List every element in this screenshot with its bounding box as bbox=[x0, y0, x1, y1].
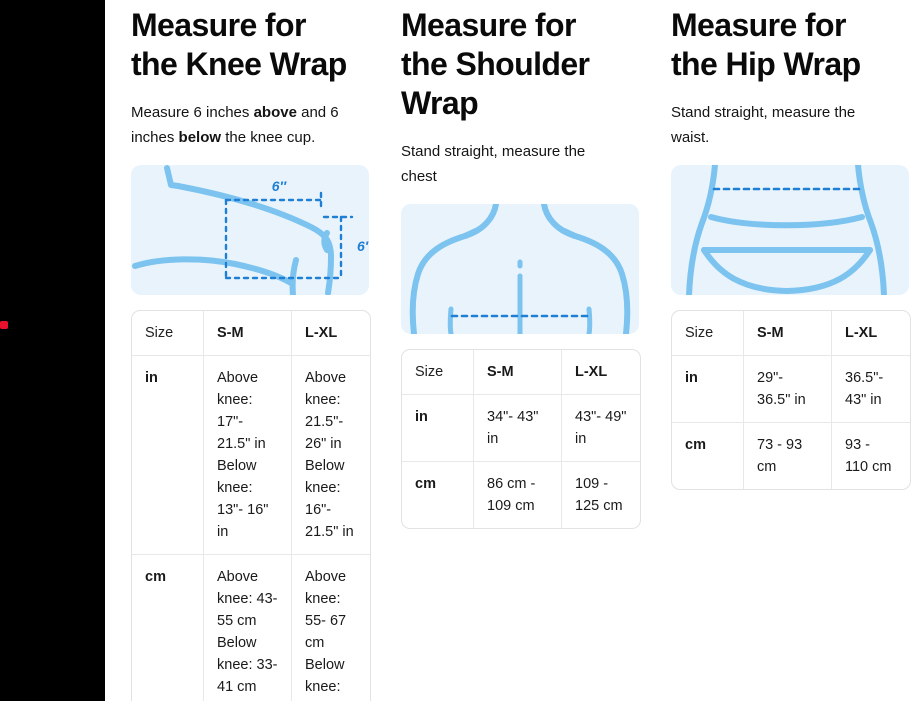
cell-unit: in bbox=[402, 395, 474, 462]
th-sm: S-M bbox=[204, 311, 292, 356]
cell-unit: in bbox=[132, 356, 204, 555]
shoulder-diagram bbox=[401, 204, 639, 334]
subtext-knee-rich: Measure 6 inches above and 6 inches belo… bbox=[131, 104, 339, 146]
subtext-shoulder-rich: Stand straight, measure the chest bbox=[401, 143, 586, 185]
cell-unit: cm bbox=[132, 555, 204, 701]
table-header-row: Size S-M L-XL bbox=[132, 311, 370, 356]
th-lxl: L-XL bbox=[562, 350, 640, 395]
table-row: cm 86 cm - 109 cm 109 - 125 cm bbox=[402, 462, 640, 528]
th-sm: S-M bbox=[474, 350, 562, 395]
cell-sm: Above knee: 43- 55 cm Below knee: 33- 41… bbox=[204, 555, 292, 701]
table-knee: Size S-M L-XL in Above knee: 17"- 21.5" … bbox=[131, 310, 371, 701]
column-shoulder: Measure for the Shoulder Wrap Stand stra… bbox=[375, 0, 645, 701]
cell-lxl: 109 - 125 cm bbox=[575, 476, 623, 514]
column-hip: Measure for the Hip Wrap Stand straight,… bbox=[645, 0, 915, 701]
subtext-hip: Stand straight, measure the waist. bbox=[671, 100, 889, 150]
table-shoulder: Size S-M L-XL in 34"- 43" in 43"- 49" in… bbox=[401, 349, 641, 529]
cell-sm: 86 cm - 109 cm bbox=[474, 462, 562, 528]
cell-sm: 34"- 43" in bbox=[474, 395, 562, 462]
table-hip: Size S-M L-XL in 29"- 36.5" in 36.5"- 43… bbox=[671, 310, 911, 490]
th-lxl: L-XL bbox=[292, 311, 370, 356]
heading-knee: Measure for the Knee Wrap bbox=[131, 7, 347, 82]
subtext-hip-rich: Stand straight, measure the waist. bbox=[671, 104, 856, 146]
cursor-marker-dot bbox=[0, 321, 8, 329]
column-knee: Measure for the Knee Wrap Measure 6 inch… bbox=[105, 0, 375, 701]
table-row: in 29"- 36.5" in 36.5"- 43" in bbox=[672, 356, 910, 423]
table-row: cm 73 - 93 cm 93 - 110 cm bbox=[672, 423, 910, 489]
cell-unit: cm bbox=[672, 423, 744, 489]
hip-diagram bbox=[671, 165, 909, 295]
table-row: in Above knee: 17"- 21.5" in Below knee:… bbox=[132, 356, 370, 555]
th-sm: S-M bbox=[744, 311, 832, 356]
table-header-row: Size S-M L-XL bbox=[672, 311, 910, 356]
knee-diagram: 6″ 6″ bbox=[131, 165, 369, 295]
left-rail bbox=[0, 0, 105, 701]
cell-unit: in bbox=[672, 356, 744, 423]
subtext-knee: Measure 6 inches above and 6 inches belo… bbox=[131, 100, 349, 150]
th-size: Size bbox=[402, 350, 474, 395]
guide-columns: Measure for the Knee Wrap Measure 6 inch… bbox=[105, 0, 924, 701]
th-lxl: L-XL bbox=[832, 311, 910, 356]
heading-shoulder: Measure for the Shoulder Wrap bbox=[401, 7, 590, 121]
th-size: Size bbox=[132, 311, 204, 356]
table-row: cm Above knee: 43- 55 cm Below knee: 33-… bbox=[132, 555, 370, 701]
knee-label-top: 6″ bbox=[272, 178, 288, 194]
table-row: in 34"- 43" in 43"- 49" in bbox=[402, 395, 640, 462]
th-size: Size bbox=[672, 311, 744, 356]
heading-hip: Measure for the Hip Wrap bbox=[671, 7, 861, 82]
cell-sm: 73 - 93 cm bbox=[744, 423, 832, 489]
cell-lxl: 36.5"- 43" in bbox=[832, 356, 910, 423]
cell-lxl: Above knee: 21.5"- 26" in Below knee: 16… bbox=[292, 356, 370, 555]
subtext-shoulder: Stand straight, measure the chest bbox=[401, 139, 619, 189]
table-header-row: Size S-M L-XL bbox=[402, 350, 640, 395]
cell-unit: cm bbox=[402, 462, 474, 528]
cell-lxl: 43"- 49" in bbox=[562, 395, 640, 462]
knee-label-side: 6″ bbox=[357, 238, 369, 254]
cell-sm: Above knee: 17"- 21.5" in Below knee: 13… bbox=[204, 356, 292, 555]
cell-lxl: Above knee: 55- 67 cm Below knee: 41- 55… bbox=[305, 569, 347, 695]
cell-sm: 29"- 36.5" in bbox=[744, 356, 832, 423]
cell-lxl: 93 - 110 cm bbox=[845, 437, 892, 475]
